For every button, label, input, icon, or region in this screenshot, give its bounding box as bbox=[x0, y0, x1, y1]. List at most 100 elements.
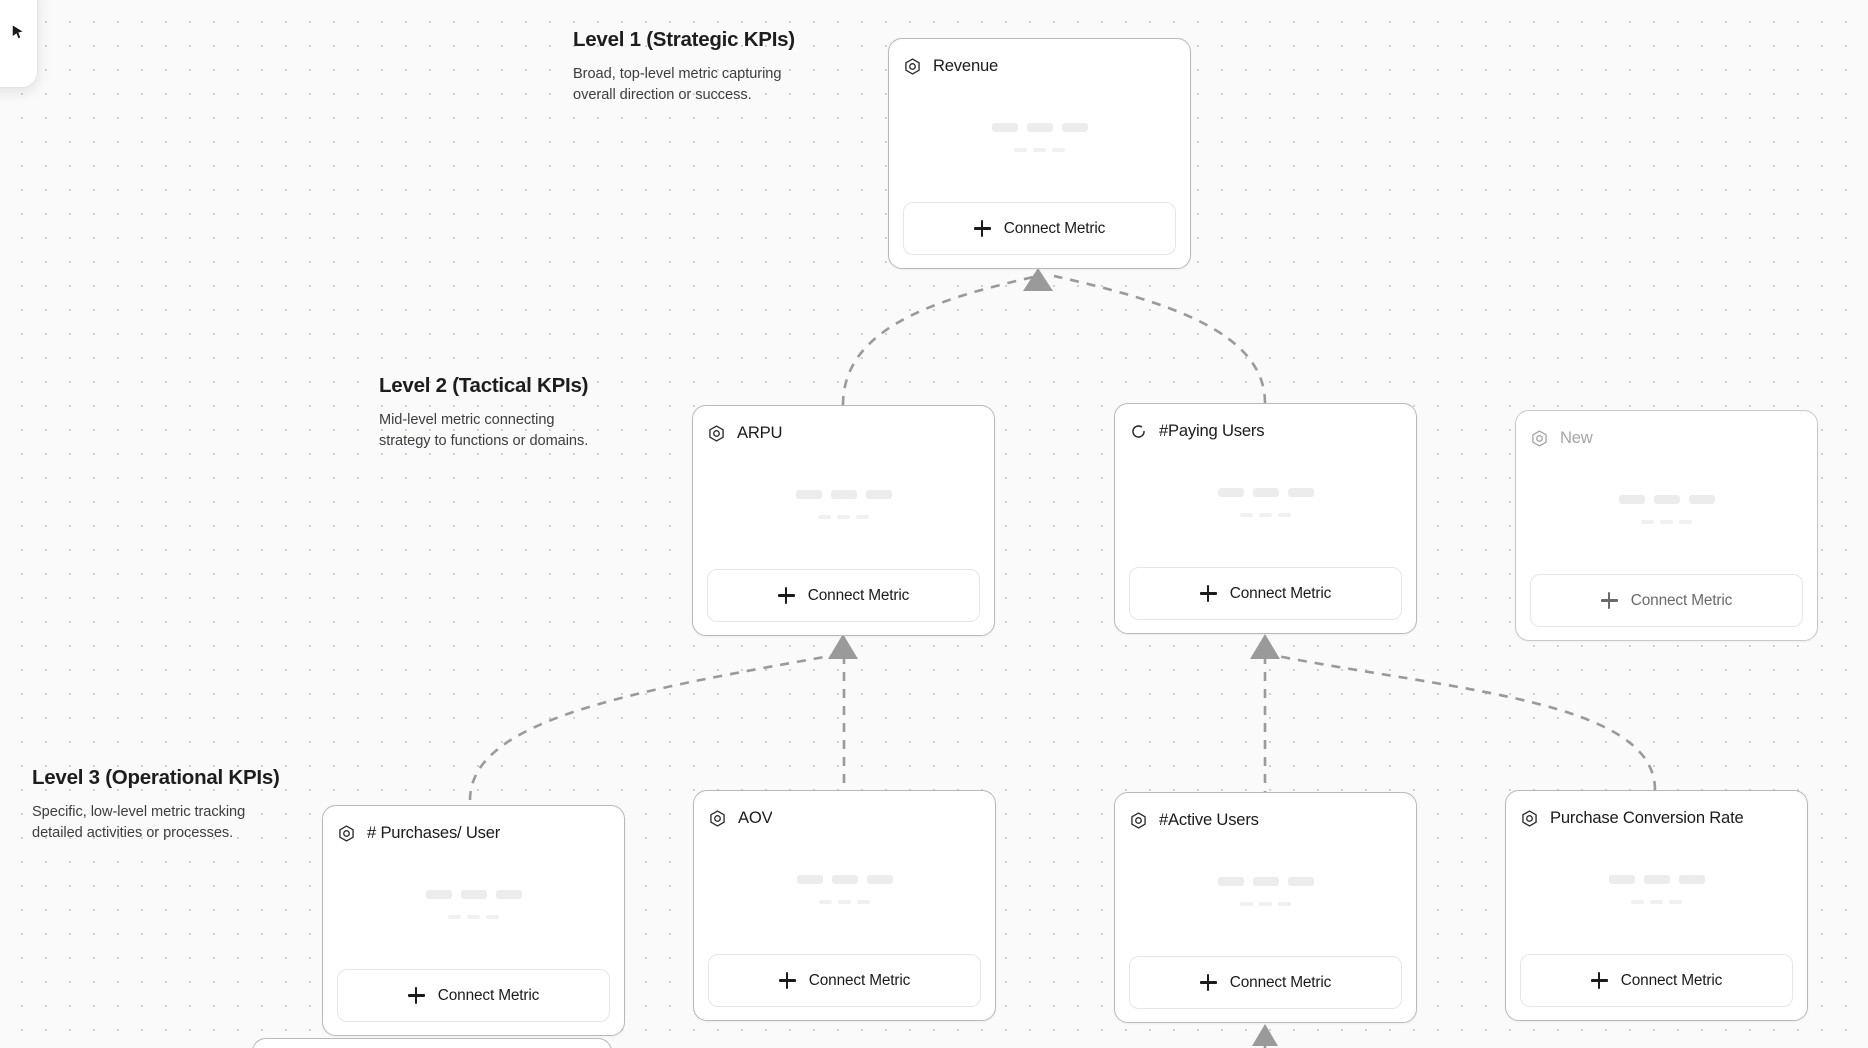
skeleton-bar-small bbox=[1650, 900, 1663, 904]
skeleton-bar bbox=[796, 875, 823, 884]
card-skeleton-body bbox=[1520, 831, 1793, 954]
skeleton-row-primary bbox=[1217, 488, 1314, 497]
connect-metric-label: Connect Metric bbox=[1630, 591, 1733, 609]
skeleton-bar bbox=[1287, 488, 1314, 497]
skeleton-bar bbox=[1643, 875, 1670, 884]
card-title: AOV bbox=[738, 808, 773, 827]
skeleton-bar-small bbox=[856, 515, 869, 519]
plus-icon bbox=[973, 220, 991, 237]
skeleton-bar-small bbox=[486, 915, 499, 919]
skeleton-row-secondary bbox=[1014, 148, 1065, 152]
skeleton-bar-small bbox=[1278, 513, 1291, 517]
cursor-icon[interactable] bbox=[9, 24, 27, 42]
skeleton-row-secondary bbox=[1240, 513, 1291, 517]
metric-card-active-users[interactable]: #Active Users Connect Metric bbox=[1114, 792, 1417, 1023]
metric-card-new[interactable]: New Connect Metric bbox=[1515, 410, 1818, 641]
edge-paying-users-to-revenue bbox=[1053, 274, 1267, 404]
connect-metric-label: Connect Metric bbox=[807, 586, 910, 604]
skeleton-bar-small bbox=[1014, 148, 1027, 152]
skeleton-bar bbox=[1618, 495, 1645, 504]
metric-card-paying-users[interactable]: #Paying Users Connect Metric bbox=[1114, 403, 1417, 634]
skeleton-row-secondary bbox=[1631, 900, 1682, 904]
edge-arrow-arpu bbox=[828, 634, 858, 659]
skeleton-bar bbox=[865, 490, 892, 499]
level-2-annotation: Level 2 (Tactical KPIs) Mid-level metric… bbox=[379, 373, 639, 452]
level-2-title: Level 2 (Tactical KPIs) bbox=[379, 374, 589, 397]
level-3-title: Level 3 (Operational KPIs) bbox=[32, 766, 280, 789]
connect-metric-label: Connect Metric bbox=[1003, 219, 1106, 237]
skeleton-bar bbox=[1287, 877, 1314, 886]
metric-hexagon-icon bbox=[1530, 429, 1549, 448]
connect-metric-button[interactable]: Connect Metric bbox=[708, 954, 981, 1007]
connect-metric-button[interactable]: Connect Metric bbox=[1530, 574, 1803, 627]
skeleton-bar bbox=[1688, 495, 1715, 504]
skeleton-bar-small bbox=[1679, 520, 1692, 524]
metric-hexagon-icon bbox=[1520, 809, 1539, 828]
skeleton-bar bbox=[1217, 877, 1244, 886]
skeleton-bar bbox=[1252, 488, 1279, 497]
skeleton-bar-small bbox=[818, 515, 831, 519]
skeleton-bar-small bbox=[467, 915, 480, 919]
card-header: New bbox=[1530, 425, 1803, 451]
level-1-desc-line-1: Broad, top-level metric capturing bbox=[573, 65, 782, 82]
skeleton-bar-small bbox=[1631, 900, 1644, 904]
card-title: # Purchases/ User bbox=[367, 823, 501, 842]
skeleton-bar bbox=[831, 875, 858, 884]
skeleton-bar bbox=[1252, 877, 1279, 886]
connect-metric-label: Connect Metric bbox=[1620, 971, 1723, 989]
skeleton-bar bbox=[460, 890, 487, 899]
metric-card-purchase-conversion-rate[interactable]: Purchase Conversion Rate Connect Metric bbox=[1505, 790, 1808, 1021]
card-skeleton-body bbox=[1530, 451, 1803, 574]
card-header: ARPU bbox=[707, 420, 980, 446]
edge-conversion-to-paying-users bbox=[1271, 653, 1657, 791]
skeleton-row-primary bbox=[991, 123, 1088, 132]
skeleton-bar-small bbox=[1259, 513, 1272, 517]
skeleton-bar-small bbox=[1052, 148, 1065, 152]
connect-metric-button[interactable]: Connect Metric bbox=[1129, 567, 1402, 620]
card-header: Revenue bbox=[903, 53, 1176, 79]
skeleton-bar-small bbox=[1641, 520, 1654, 524]
connect-metric-button[interactable]: Connect Metric bbox=[707, 569, 980, 622]
level-1-description: Broad, top-level metric capturing overal… bbox=[573, 64, 823, 106]
metric-card-partial-bottom-left[interactable] bbox=[252, 1038, 612, 1048]
card-skeleton-body bbox=[1129, 833, 1402, 956]
card-title: #Paying Users bbox=[1159, 421, 1265, 440]
skeleton-row-primary bbox=[1618, 495, 1715, 504]
level-1-desc-line-2: overall direction or success. bbox=[573, 86, 752, 103]
connect-metric-label: Connect Metric bbox=[1229, 973, 1332, 991]
skeleton-bar-small bbox=[1240, 513, 1253, 517]
level-3-desc-line-1: Specific, low-level metric tracking bbox=[32, 803, 246, 820]
skeleton-bar-small bbox=[1669, 900, 1682, 904]
metric-card-arpu[interactable]: ARPU Connect Metric bbox=[692, 405, 995, 636]
metric-card-aov[interactable]: AOV Connect Metric bbox=[693, 790, 996, 1021]
metric-hexagon-icon bbox=[337, 824, 356, 843]
connect-metric-button[interactable]: Connect Metric bbox=[1129, 956, 1402, 1009]
skeleton-row-primary bbox=[1608, 875, 1705, 884]
skeleton-row-secondary bbox=[448, 915, 499, 919]
skeleton-bar-small bbox=[837, 515, 850, 519]
card-skeleton-body bbox=[337, 846, 610, 969]
skeleton-bar bbox=[991, 123, 1018, 132]
card-header: #Active Users bbox=[1129, 807, 1402, 833]
card-header: # Purchases/ User bbox=[337, 820, 610, 846]
floating-toolbar-panel[interactable] bbox=[0, 0, 38, 88]
level-2-description: Mid-level metric connecting strategy to … bbox=[379, 410, 639, 452]
metric-hexagon-icon bbox=[708, 809, 727, 828]
card-skeleton-body bbox=[707, 446, 980, 569]
skeleton-bar bbox=[1217, 488, 1244, 497]
edge-arrow-paying-users bbox=[1250, 634, 1280, 659]
connect-metric-button[interactable]: Connect Metric bbox=[1520, 954, 1793, 1007]
metric-hexagon-icon bbox=[903, 57, 922, 76]
card-title: New bbox=[1560, 428, 1593, 447]
skeleton-bar bbox=[1061, 123, 1088, 132]
connect-metric-button[interactable]: Connect Metric bbox=[337, 969, 610, 1022]
card-skeleton-body bbox=[708, 831, 981, 954]
metric-card-purchases-per-user[interactable]: # Purchases/ User Connect Metric bbox=[322, 805, 625, 1036]
connect-metric-button[interactable]: Connect Metric bbox=[903, 202, 1176, 255]
metric-card-revenue[interactable]: Revenue Connect Metric bbox=[888, 38, 1191, 269]
level-3-desc-line-2: detailed activities or processes. bbox=[32, 824, 234, 841]
skeleton-bar-small bbox=[838, 900, 851, 904]
skeleton-row-secondary bbox=[1240, 902, 1291, 906]
metric-hexagon-icon bbox=[1129, 811, 1148, 830]
